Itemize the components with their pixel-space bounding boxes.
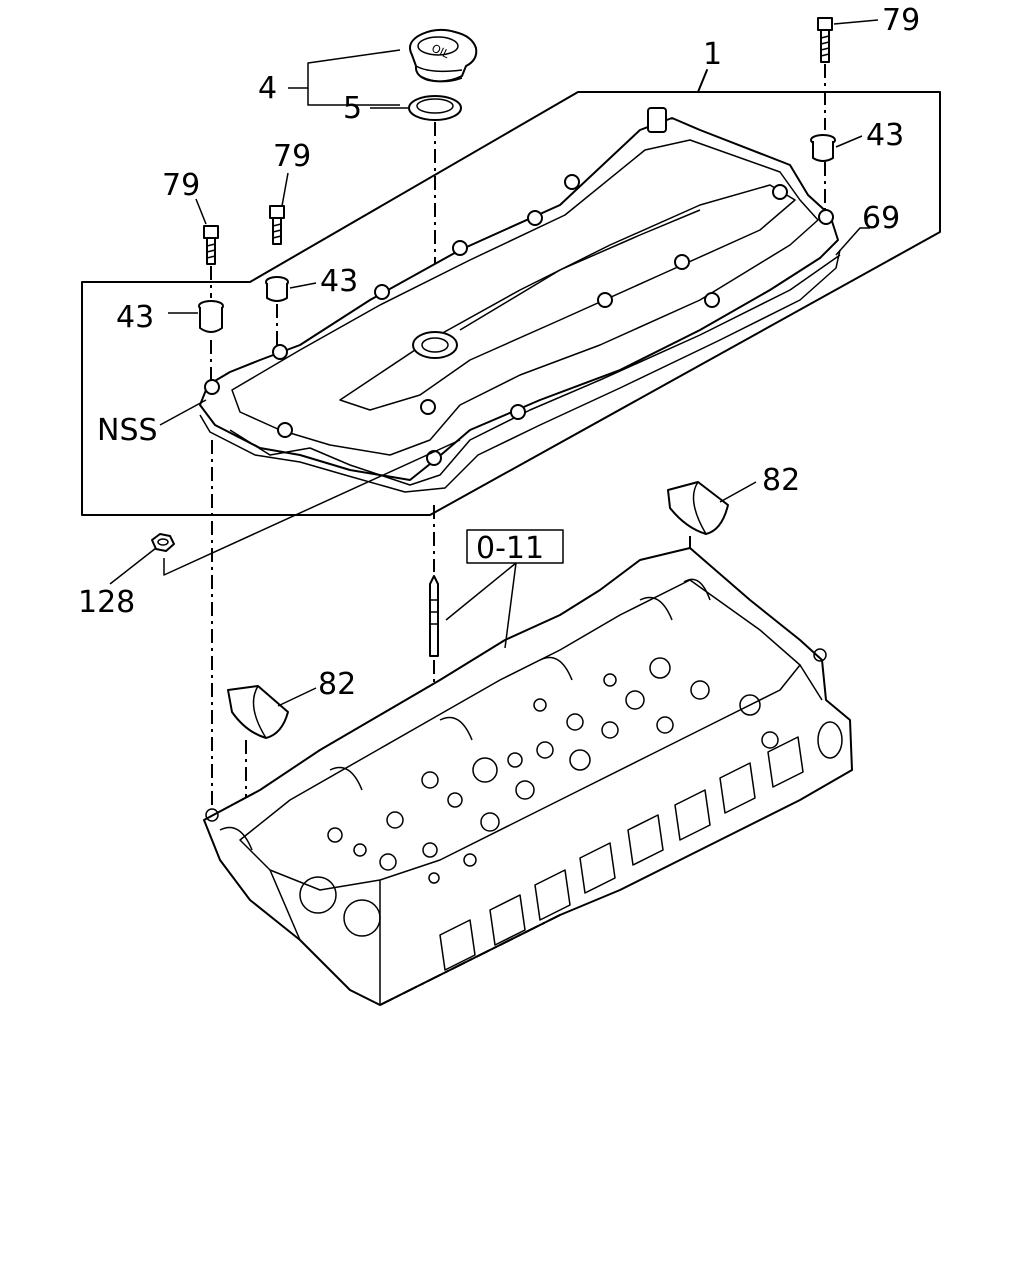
bolt-left (203, 225, 219, 265)
callout-43-left: 43 (116, 300, 154, 335)
callout-box-0-11 (466, 529, 564, 564)
bolt-right (817, 17, 833, 63)
callout-79-top: 79 (882, 3, 920, 38)
cover-gasket (199, 249, 841, 493)
callout-1: 1 (703, 37, 722, 72)
grommet-left (198, 300, 224, 333)
bolt-mid (269, 205, 285, 245)
nut (151, 533, 175, 552)
callout-69: 69 (862, 201, 900, 236)
leader-lines (109, 19, 879, 707)
grommet-mid (265, 276, 289, 302)
callout-79-left: 79 (162, 168, 200, 203)
half-moon-plug-top (667, 481, 729, 535)
callout-5: 5 (343, 91, 362, 126)
oil-filler-cap: OIL (409, 28, 478, 83)
callout-43-mid: 43 (320, 264, 358, 299)
callout-43-right: 43 (866, 118, 904, 153)
callout-128: 128 (78, 585, 135, 620)
callout-79-mid: 79 (273, 139, 311, 174)
stud (429, 575, 439, 657)
grommet-right (810, 134, 836, 162)
oil-cap-seal (408, 95, 462, 121)
callout-nss: NSS (97, 413, 158, 448)
callout-0-11: 0-11 (476, 531, 544, 566)
callout-82-top: 82 (762, 463, 800, 498)
half-moon-plug-left (227, 685, 289, 739)
callout-82-left: 82 (318, 667, 356, 702)
cylinder-head (203, 547, 853, 1006)
cylinder-head-cover (199, 107, 841, 486)
cover-assembly-frame (81, 69, 941, 516)
callout-4: 4 (258, 71, 277, 106)
